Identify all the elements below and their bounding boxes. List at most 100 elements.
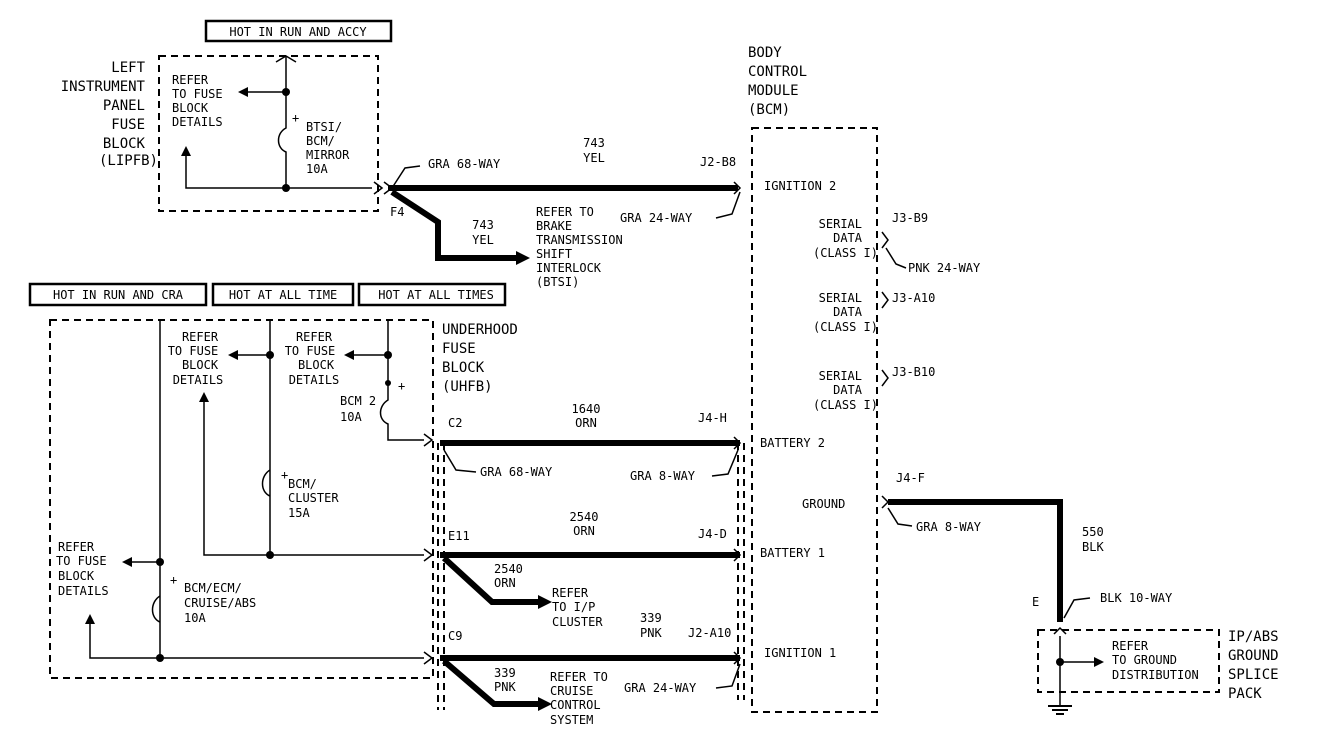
j3-b9-label: J3-B9 xyxy=(892,211,928,225)
svg-text:SERIAL: SERIAL xyxy=(819,217,862,231)
uhfb-refer1-up-arrow xyxy=(199,392,209,402)
wire-2540-branch-arrow xyxy=(538,595,552,609)
svg-text:REFER: REFER xyxy=(1112,639,1149,653)
bcm-ignition1: IGNITION 1 xyxy=(764,646,836,660)
svg-text:REFER TO: REFER TO xyxy=(550,670,608,684)
svg-text:BCM/: BCM/ xyxy=(288,477,317,491)
bcm2-fuse-plus: + xyxy=(398,379,405,393)
uhfb-c9-feed xyxy=(89,622,424,659)
uhfb-name: UNDERHOOD FUSE BLOCK (UHFB) xyxy=(442,322,518,395)
svg-text:DATA: DATA xyxy=(833,305,863,319)
lipfb-up-arrow xyxy=(275,55,297,63)
svg-text:SERIAL: SERIAL xyxy=(819,291,862,305)
svg-text:(CLASS I): (CLASS I) xyxy=(813,320,878,334)
j4-d-label: J4-D xyxy=(698,527,727,541)
svg-text:SHIFT: SHIFT xyxy=(536,247,572,261)
wire-743-branch-color: YEL xyxy=(472,233,494,247)
lipfb-refer: REFER TO FUSE BLOCK DETAILS xyxy=(172,73,223,129)
splice-pack-outline xyxy=(1037,629,1220,693)
j3-a10-label: J3-A10 xyxy=(892,291,935,305)
serial1-pin-mark xyxy=(881,231,889,249)
svg-text:FUSE: FUSE xyxy=(442,341,476,357)
wire-2540-circuit: 2540 xyxy=(570,510,599,524)
bcm-ground: GROUND xyxy=(802,497,845,511)
bcm-outline xyxy=(751,127,878,713)
uhfb-node-1 xyxy=(266,351,274,359)
svg-text:TO I/P: TO I/P xyxy=(552,600,595,614)
blk10-label: BLK 10-WAY xyxy=(1100,591,1173,605)
cluster-refer: REFER TO I/P CLUSTER xyxy=(552,586,603,629)
uhfb-refer-2: REFER TO FUSE BLOCK DETAILS xyxy=(285,330,340,387)
gra24-top-label: GRA 24-WAY xyxy=(620,211,693,225)
svg-text:TO FUSE: TO FUSE xyxy=(56,554,107,568)
c2-connector xyxy=(423,433,434,447)
wire-743-branch-arrow xyxy=(516,251,530,265)
serial-data-3: SERIAL DATA (CLASS I) xyxy=(813,369,878,412)
hot-all-times-2-box xyxy=(357,282,507,307)
gra24-top-leader xyxy=(715,191,741,219)
svg-text:(UHFB): (UHFB) xyxy=(442,379,493,395)
lipfb-outline xyxy=(158,55,379,212)
svg-text:BCM/: BCM/ xyxy=(306,134,335,148)
serial3-pin-mark xyxy=(881,369,889,387)
wire-339-branch-color: PNK xyxy=(494,680,516,694)
svg-text:DETAILS: DETAILS xyxy=(58,584,109,598)
wire-2540-color: ORN xyxy=(573,524,595,538)
uhfb-outline xyxy=(49,319,434,679)
gra24-bottom-leader xyxy=(715,663,741,689)
lipfb-left-arrow xyxy=(238,87,248,97)
gra8-top-label: GRA 8-WAY xyxy=(630,469,696,483)
e11-label: E11 xyxy=(448,529,470,543)
svg-text:TO FUSE: TO FUSE xyxy=(168,344,219,358)
serial2-pin-mark xyxy=(881,291,889,309)
svg-text:FUSE: FUSE xyxy=(111,117,145,133)
svg-text:BLOCK: BLOCK xyxy=(182,358,219,372)
j4-f-pin-mark xyxy=(881,495,890,509)
svg-text:REFER: REFER xyxy=(182,330,219,344)
svg-text:BTSI/: BTSI/ xyxy=(306,120,342,134)
svg-text:10A: 10A xyxy=(306,162,328,176)
cruise-fuse-plus: + xyxy=(170,573,177,587)
svg-text:CRUISE: CRUISE xyxy=(550,684,593,698)
ground-symbol-icon xyxy=(1048,700,1072,715)
svg-text:GROUND: GROUND xyxy=(1228,648,1279,664)
bcm2-fuse-name: BCM 2 xyxy=(340,394,376,408)
hot-run-accy-box xyxy=(204,19,393,43)
gra68-label: GRA 68-WAY xyxy=(480,465,553,479)
uhfb-node-2 xyxy=(384,351,392,359)
svg-text:UNDERHOOD: UNDERHOOD xyxy=(442,322,518,338)
wire-2540-branch-circuit: 2540 xyxy=(494,562,523,576)
btsi-refer: REFER TO BRAKE TRANSMISSION SHIFT INTERL… xyxy=(536,205,623,289)
wire-339-branch-arrow xyxy=(538,697,552,711)
svg-text:IP/ABS: IP/ABS xyxy=(1228,629,1279,645)
svg-text:(CLASS I): (CLASS I) xyxy=(813,246,878,260)
svg-text:CONTROL: CONTROL xyxy=(748,64,807,80)
gra8-bottom-leader xyxy=(887,507,913,527)
uhfb-refer1-arrow xyxy=(228,350,238,360)
btsi-fuse-label: BTSI/ BCM/ MIRROR 10A xyxy=(306,120,350,176)
svg-text:TO FUSE: TO FUSE xyxy=(172,87,223,101)
hot-all-times-1-box xyxy=(211,282,355,307)
svg-text:CLUSTER: CLUSTER xyxy=(552,615,603,629)
splice-pin-e: E xyxy=(1032,595,1039,609)
wire-339-branch-circuit: 339 xyxy=(494,666,516,680)
gra68-leader xyxy=(443,449,477,473)
f4-label: F4 xyxy=(390,205,404,219)
j4-h-label: J4-H xyxy=(698,411,727,425)
bcm-ignition2: IGNITION 2 xyxy=(764,179,836,193)
svg-text:(CLASS I): (CLASS I) xyxy=(813,398,878,412)
svg-text:REFER: REFER xyxy=(296,330,333,344)
j3-b10-label: J3-B10 xyxy=(892,365,935,379)
svg-text:CLUSTER: CLUSTER xyxy=(288,491,339,505)
wire-339-circuit: 339 xyxy=(640,611,662,625)
svg-text:BODY: BODY xyxy=(748,45,782,61)
lipfb-bus-line xyxy=(246,56,287,93)
wire-550 xyxy=(888,499,1063,622)
cruise-fuse-symbol xyxy=(151,595,161,623)
j2-a10-pin-mark xyxy=(733,651,742,665)
ground-refer: REFER TO GROUND DISTRIBUTION xyxy=(1112,639,1199,682)
gra8-top-leader xyxy=(711,449,739,477)
hot-all-times-1-label: HOT AT ALL TIME xyxy=(229,288,337,302)
uhfb-node-3 xyxy=(156,558,164,566)
